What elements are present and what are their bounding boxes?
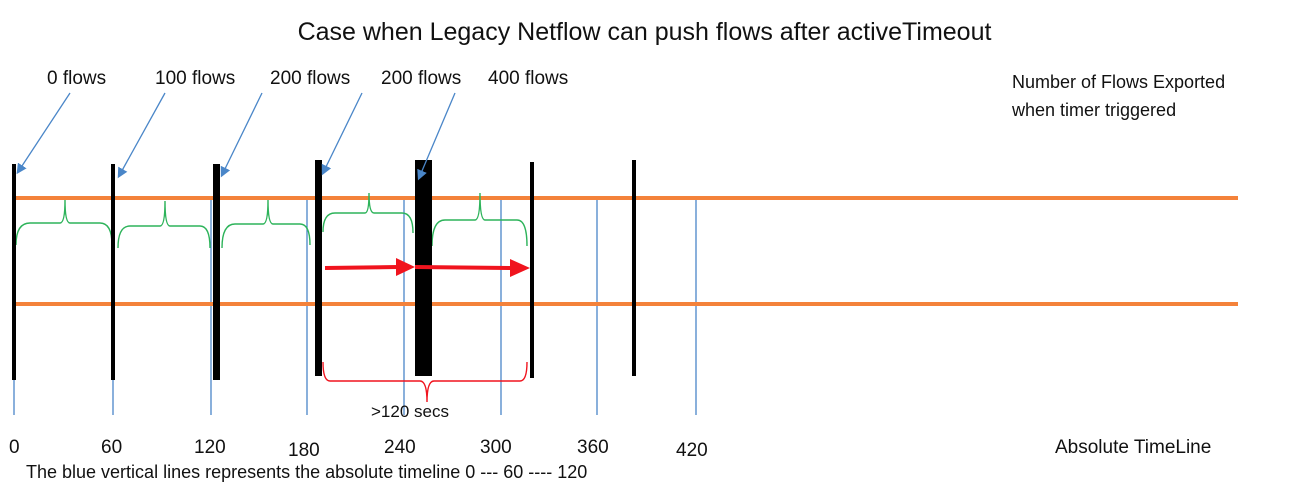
tick-label: 120 xyxy=(194,437,226,458)
flow-label: 0 flows xyxy=(47,68,107,89)
flow-label: 200 flows xyxy=(270,68,351,89)
legend-line-1: Number of Flows Exported xyxy=(1012,72,1226,92)
absolute-timeline-lines xyxy=(13,198,697,415)
timer-bars xyxy=(12,160,636,380)
legend-line-2: when timer triggered xyxy=(1012,100,1177,120)
flow-label: 200 flows xyxy=(381,68,462,89)
tick-label: 360 xyxy=(577,437,609,458)
diagram-title: Case when Legacy Netflow can push flows … xyxy=(297,18,992,46)
axis-label: Absolute TimeLine xyxy=(1055,437,1212,458)
flow-label: 400 flows xyxy=(488,68,569,89)
green-braces xyxy=(15,192,528,249)
timeline-diagram xyxy=(12,92,1238,415)
tick-label: 0 xyxy=(9,437,20,458)
tick-label: 180 xyxy=(288,440,320,461)
legend-text: Number of Flows Exported when timer trig… xyxy=(1012,68,1225,124)
red-arrows xyxy=(324,258,530,277)
label-arrows xyxy=(16,92,456,181)
tick-label: 420 xyxy=(676,440,708,461)
orange-rails xyxy=(14,196,1238,306)
tick-label: 60 xyxy=(101,437,123,458)
tick-label: 300 xyxy=(480,437,512,458)
interval-brace xyxy=(322,361,528,403)
interval-note: >120 secs xyxy=(371,402,449,421)
flow-label: 100 flows xyxy=(155,68,236,89)
tick-label: 240 xyxy=(384,437,416,458)
